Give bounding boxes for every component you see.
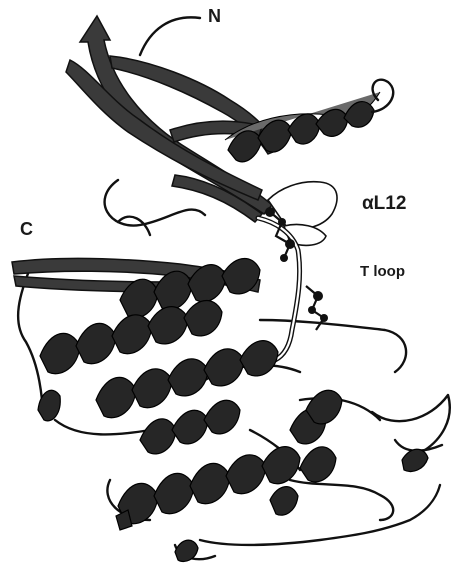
helix-c-lobe-inner: [140, 400, 240, 454]
t-loop-label: T loop: [360, 263, 405, 280]
alpha-l12-label: αL12: [362, 193, 406, 214]
helix-c-lobe-lower: [118, 447, 300, 524]
n-terminus-label: N: [208, 6, 221, 26]
c-terminus-label: C: [20, 219, 33, 239]
